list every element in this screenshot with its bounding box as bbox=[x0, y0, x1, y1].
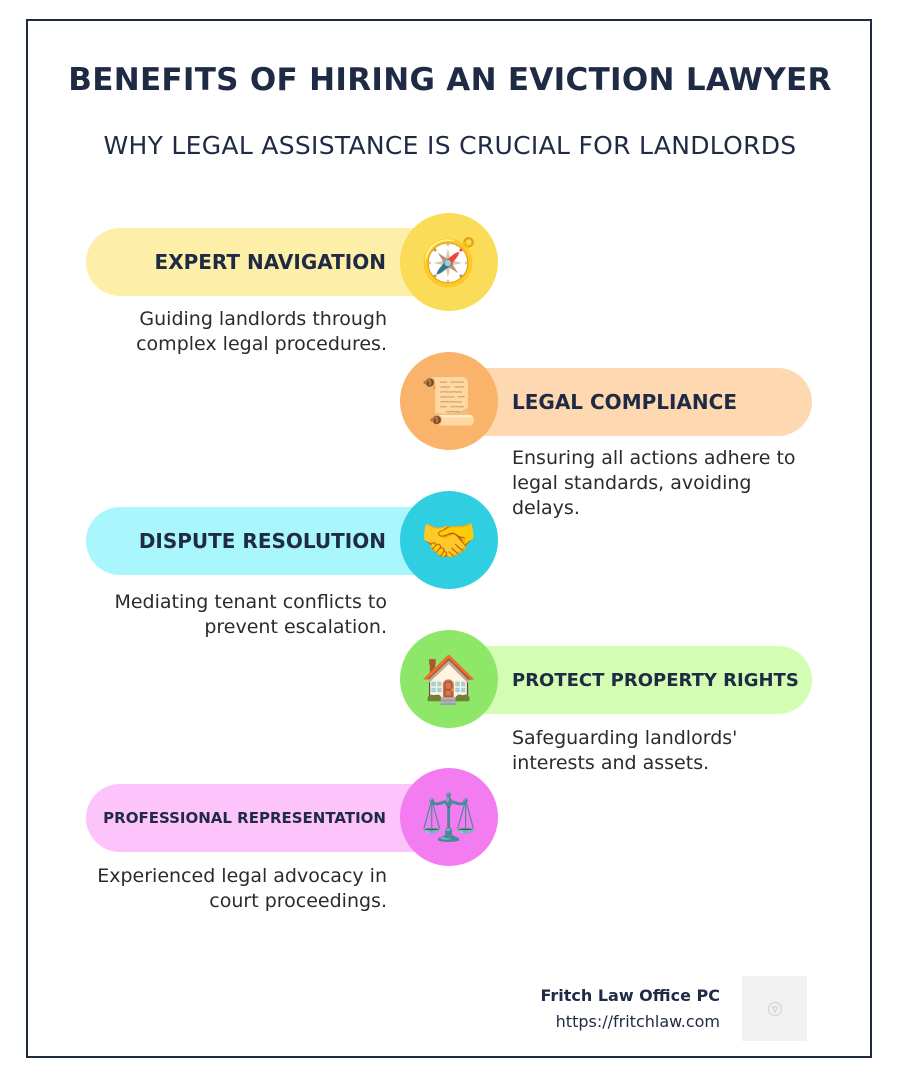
benefit-pill-professional-representation: PROFESSIONAL REPRESENTATION bbox=[86, 784, 456, 852]
benefit-pill-dispute-resolution: DISPUTE RESOLUTION bbox=[86, 507, 456, 575]
benefit-icon-circle: 🏠 bbox=[400, 630, 498, 728]
firm-logo-icon bbox=[742, 976, 807, 1041]
compass-icon: 🧭 bbox=[420, 235, 478, 289]
benefit-label: PROFESSIONAL REPRESENTATION bbox=[103, 809, 386, 827]
benefit-description: Safeguarding landlords' interests and as… bbox=[512, 727, 738, 774]
benefit-pill-protect-property-rights: PROTECT PROPERTY RIGHTS bbox=[430, 646, 812, 714]
benefit-icon-circle: 📜 bbox=[400, 352, 498, 450]
page-title: BENEFITS OF HIRING AN EVICTION LAWYER bbox=[68, 62, 832, 98]
benefit-label: DISPUTE RESOLUTION bbox=[138, 529, 386, 553]
handshake-icon: 🤝 bbox=[420, 513, 478, 567]
company-url[interactable]: https://fritchlaw.com bbox=[555, 1012, 720, 1031]
benefit-icon-circle: 🤝 bbox=[400, 491, 498, 589]
benefit-description: Guiding landlords through complex legal … bbox=[136, 308, 387, 355]
benefit-pill-expert-navigation: EXPERT NAVIGATION bbox=[86, 228, 456, 296]
company-name: Fritch Law Office PC bbox=[540, 986, 720, 1005]
house-icon: 🏠 bbox=[420, 652, 478, 706]
infographic-frame bbox=[26, 19, 872, 1058]
benefit-label: LEGAL COMPLIANCE bbox=[512, 390, 737, 414]
benefit-description: Experienced legal advocacy in court proc… bbox=[97, 865, 387, 912]
benefit-description: Ensuring all actions adhere to legal sta… bbox=[512, 447, 796, 519]
scales-icon: ⚖️ bbox=[420, 790, 478, 844]
benefit-label: PROTECT PROPERTY RIGHTS bbox=[512, 669, 799, 691]
page-subtitle: WHY LEGAL ASSISTANCE IS CRUCIAL FOR LAND… bbox=[103, 131, 797, 160]
scroll-icon: 📜 bbox=[420, 374, 478, 428]
benefit-label: EXPERT NAVIGATION bbox=[154, 250, 386, 274]
benefit-icon-circle: ⚖️ bbox=[400, 768, 498, 866]
benefit-icon-circle: 🧭 bbox=[400, 213, 498, 311]
benefit-description: Mediating tenant conflicts to prevent es… bbox=[114, 591, 387, 638]
